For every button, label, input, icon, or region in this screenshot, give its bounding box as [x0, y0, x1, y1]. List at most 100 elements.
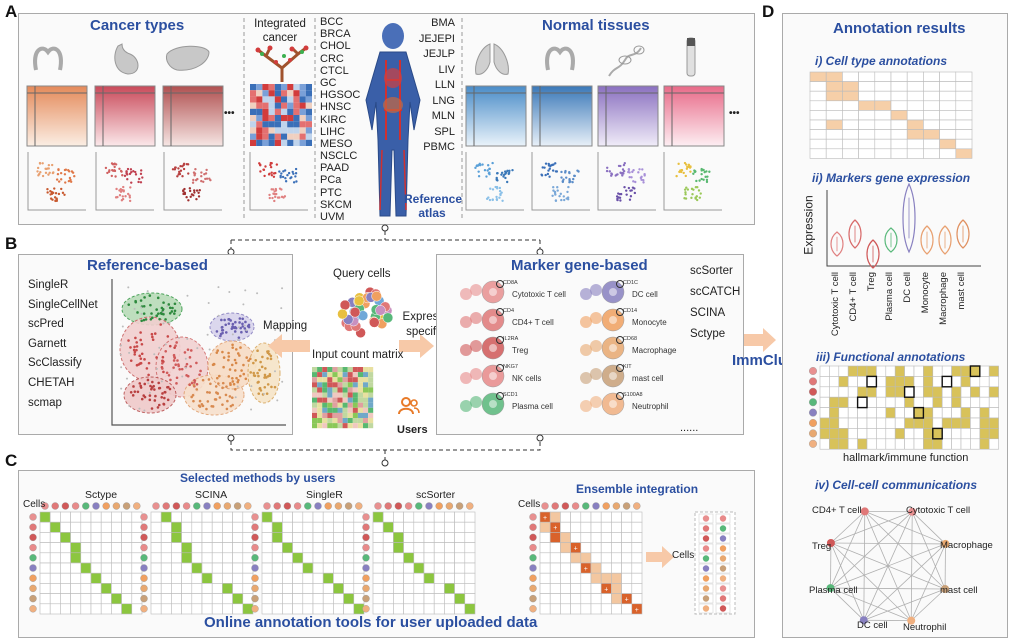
- scatter-point: [491, 198, 494, 202]
- network-edge: [830, 587, 946, 590]
- scatter-point: [274, 187, 278, 191]
- umap-point: [139, 361, 143, 365]
- scatter-point: [139, 181, 143, 184]
- heat-cell: [281, 90, 288, 97]
- integrated-cancer-label: Integrated cancer: [254, 18, 306, 44]
- umap-point-bg: [273, 370, 276, 373]
- scatter-point: [49, 190, 52, 193]
- network-edge: [830, 542, 912, 621]
- heat-cell: [287, 84, 294, 91]
- matrix-cell: [352, 377, 358, 383]
- cell-small: [590, 312, 602, 324]
- scatter-point: [495, 198, 499, 201]
- column-dot: [82, 502, 90, 510]
- scatter-point: [173, 168, 177, 171]
- input-matrix-label: Input count matrix: [312, 349, 404, 361]
- scatter-point: [560, 170, 563, 174]
- matrix-cell: [322, 367, 328, 373]
- umap-point: [189, 349, 193, 352]
- matrix-cell: [342, 418, 348, 424]
- umap-point: [151, 316, 154, 320]
- scatter-point: [554, 162, 557, 165]
- scatter-point: [204, 172, 208, 175]
- scatter-point: [487, 196, 490, 199]
- scatter-axis: [465, 152, 524, 211]
- functional-annotation-heatmap: [809, 365, 999, 450]
- umap-point: [142, 318, 146, 322]
- scatter-point: [268, 196, 271, 200]
- matrix-cell: [332, 392, 338, 398]
- umap-point: [157, 312, 160, 315]
- column-dot: [102, 502, 110, 510]
- matrix-cell: [342, 367, 348, 373]
- umap-point: [241, 322, 244, 326]
- heat-cell: [281, 108, 288, 115]
- heat-cell: [268, 90, 275, 97]
- umap-point: [209, 382, 212, 386]
- umap-point: [242, 372, 246, 376]
- scatter-axis: [663, 152, 722, 211]
- scatter-point: [291, 170, 294, 174]
- cell-small: [580, 372, 592, 384]
- umap-point: [131, 394, 135, 397]
- column-dot: [244, 502, 252, 510]
- blood-tube-icon: [686, 37, 696, 77]
- scatter-point: [559, 192, 563, 196]
- matrix-cell: [327, 367, 333, 373]
- matrix-cell: [327, 372, 333, 378]
- column-dot: [344, 502, 353, 510]
- selected-methods-title: Selected methods by users: [180, 471, 336, 485]
- scatter-point: [51, 171, 55, 175]
- scatter-point: [118, 193, 122, 197]
- heat-cell: [268, 133, 275, 140]
- matrix-cell: [352, 387, 358, 393]
- scatter-point: [630, 189, 633, 192]
- matrix-cell: [332, 372, 338, 378]
- scatter-point: [700, 177, 703, 181]
- row-dot: [529, 564, 537, 572]
- scatter-point: [685, 186, 688, 189]
- cancer-types-title: Cancer types: [90, 17, 185, 34]
- scatter-point: [134, 170, 137, 174]
- reference-umap: [111, 279, 286, 426]
- matrix-cell: [352, 418, 358, 424]
- scatter-point: [628, 198, 632, 201]
- scatter-point: [259, 170, 262, 173]
- marker-gene-label: CD4: [503, 308, 514, 314]
- function-highlight: [941, 375, 953, 388]
- umap-point: [177, 363, 180, 366]
- heat-cell: [299, 84, 306, 91]
- heat-cell: [262, 133, 269, 140]
- heat-cell: [250, 115, 257, 122]
- matrix-cell: [337, 372, 343, 378]
- cell-small: [460, 288, 472, 300]
- normal-code: LLN: [434, 79, 455, 91]
- umap-point: [237, 336, 241, 339]
- row-dot: [29, 574, 37, 582]
- scatter-point: [546, 172, 550, 176]
- umap-point: [133, 345, 136, 349]
- scatter-point: [271, 196, 274, 200]
- scatter-point: [543, 166, 546, 169]
- umap-point: [169, 378, 172, 382]
- scatter-point: [549, 164, 552, 167]
- matrix-cell: [322, 423, 328, 429]
- heat-cell: [305, 133, 312, 140]
- heat-cell: [256, 121, 263, 128]
- scatter-point: [47, 173, 50, 176]
- heat-cell: [274, 121, 281, 128]
- umap-point-bg: [160, 380, 163, 383]
- row-dot: [362, 554, 370, 562]
- umap-point: [242, 363, 245, 367]
- umap-point: [216, 391, 219, 395]
- umap-point: [142, 304, 146, 308]
- scatter-point: [294, 167, 298, 171]
- cell-nucleus: [609, 316, 617, 324]
- output-dot: [719, 555, 727, 562]
- umap-point: [163, 396, 166, 400]
- function-row-dot: [809, 439, 817, 448]
- umap-point: [134, 300, 138, 304]
- row-dot: [140, 594, 148, 603]
- matrix-cell: [368, 372, 374, 378]
